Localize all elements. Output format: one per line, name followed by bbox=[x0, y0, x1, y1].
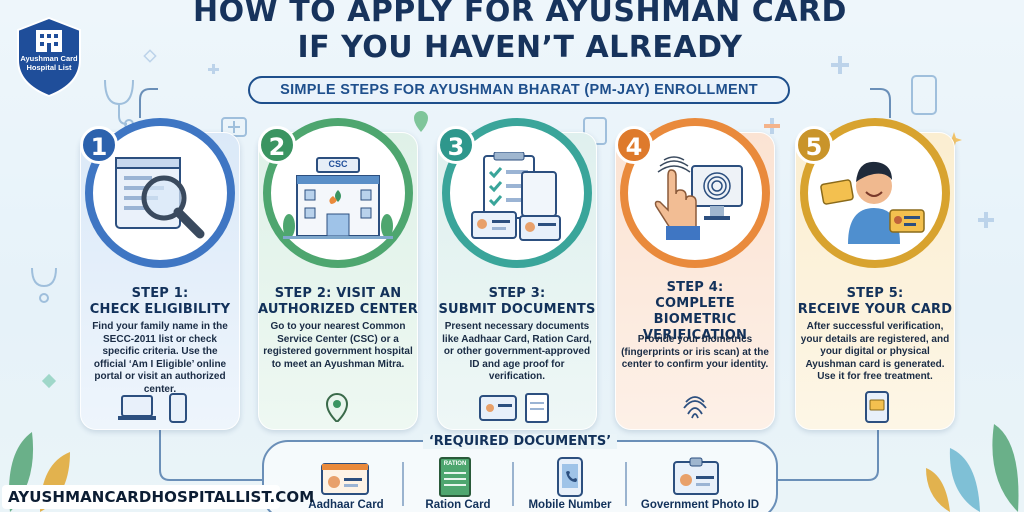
phone-card-icon bbox=[865, 391, 889, 423]
step-number-1: 1 bbox=[80, 126, 118, 164]
ration-card-label: RATION bbox=[443, 461, 467, 467]
fingerprint-icon bbox=[683, 396, 707, 419]
fingerprint-scan-icon bbox=[654, 156, 743, 240]
person-with-card-icon bbox=[820, 161, 925, 244]
id-documents-icon bbox=[479, 393, 549, 423]
leaves-right-decor bbox=[926, 424, 1019, 512]
required-item-govt-id: Government Photo ID bbox=[640, 499, 760, 511]
flow-line bbox=[139, 88, 158, 118]
required-item-aadhaar: Aadhaar Card bbox=[308, 499, 384, 511]
stethoscope-icon bbox=[104, 79, 134, 129]
required-documents-title: ‘REQUIRED DOCUMENTS’ bbox=[262, 434, 778, 449]
step-body-5: After successful verification, your deta… bbox=[800, 321, 950, 382]
eligibility-search-icon bbox=[115, 157, 205, 239]
step-heading-3: STEP 3: SUBMIT DOCUMENTS bbox=[438, 286, 596, 317]
step-heading-5: STEP 5: RECEIVE YOUR CARD bbox=[797, 286, 953, 317]
csc-building-icon bbox=[283, 157, 393, 239]
step-number-2: 2 bbox=[258, 126, 296, 164]
sparkle-decor-icon bbox=[946, 132, 962, 148]
step-body-4: Provide your biometrics (fingerprints or… bbox=[621, 334, 769, 370]
hospital-shield-logo bbox=[17, 16, 81, 98]
divider bbox=[625, 462, 627, 506]
step-number-3: 3 bbox=[437, 126, 475, 164]
step-heading-4: STEP 4: COMPLETE BIOMETRIC VERIFICATION bbox=[642, 280, 748, 343]
title-line-1: HOW TO APPLY FOR AYUSHMAN CARD bbox=[193, 0, 847, 29]
logo-text: Ayushman Card Hospital List bbox=[20, 54, 78, 72]
ration-card-icon bbox=[439, 457, 471, 497]
step-body-3: Present necessary documents like Aadhaar… bbox=[442, 321, 592, 382]
step-body-1: Find your family name in the SECC-2011 l… bbox=[92, 321, 228, 395]
step-number-4: 4 bbox=[615, 126, 653, 164]
csc-sign: CSC bbox=[328, 159, 348, 169]
flow-line-bottom bbox=[159, 430, 262, 481]
step-heading-1: STEP 1: CHECK ELIGIBILITY bbox=[89, 286, 231, 317]
map-pin-icon bbox=[325, 392, 349, 422]
title-line-2: IF YOU HAVEN’T ALREADY bbox=[297, 30, 743, 65]
diamond-decor-icon bbox=[41, 49, 157, 389]
divider bbox=[402, 462, 404, 506]
step-body-2: Go to your nearest Common Service Center… bbox=[263, 321, 413, 370]
documents-checklist-icon bbox=[471, 152, 561, 241]
step-heading-2: STEP 2: VISIT AN AUTHORIZED CENTER bbox=[258, 286, 418, 317]
divider bbox=[512, 462, 514, 506]
flow-line-right bbox=[870, 88, 891, 118]
flow-line-bottom-right bbox=[778, 430, 879, 481]
aadhaar-card-icon bbox=[321, 463, 369, 495]
mobile-phone-icon bbox=[557, 457, 583, 497]
step-number-5: 5 bbox=[795, 126, 833, 164]
stethoscope-icon-left bbox=[31, 267, 57, 303]
laptop-phone-icon bbox=[118, 393, 187, 423]
phone-decor-icon bbox=[911, 75, 937, 115]
required-item-mobile: Mobile Number bbox=[528, 499, 612, 511]
website-label: AYUSHMANCARDHOSPITALLIST.COM bbox=[2, 485, 314, 509]
subtitle-banner: SIMPLE STEPS FOR AYUSHMAN BHARAT (PM-JAY… bbox=[248, 76, 790, 104]
plus-decor-icon bbox=[208, 56, 994, 228]
map-pin-decor-icon bbox=[414, 111, 428, 132]
required-item-ration: Ration Card bbox=[425, 499, 491, 511]
government-photo-id-icon bbox=[673, 457, 719, 495]
page-title: HOW TO APPLY FOR AYUSHMAN CARD IF YOU HA… bbox=[150, 0, 890, 66]
